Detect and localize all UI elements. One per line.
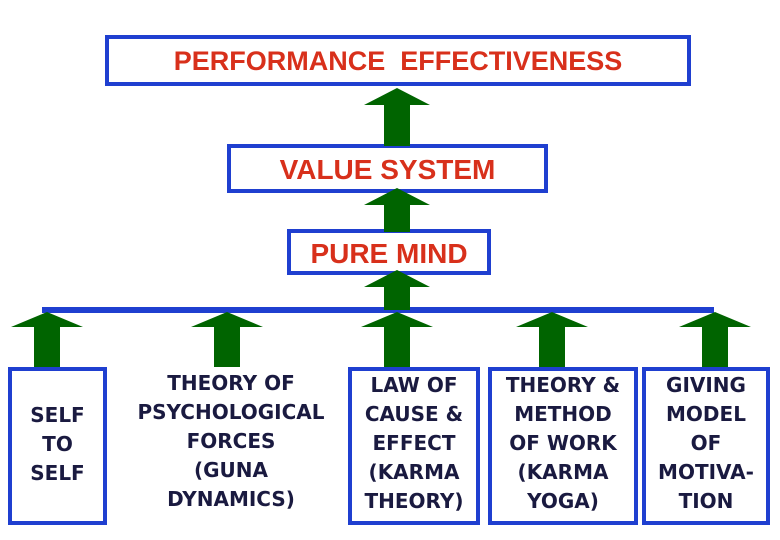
up-arrow-icon <box>364 88 430 146</box>
foundation-line: THEORY) <box>364 489 464 513</box>
foundation-line: YOGA) <box>527 489 599 513</box>
pure-mind-label: PURE MIND <box>310 238 468 269</box>
foundation-line: CAUSE & <box>364 402 464 426</box>
foundation-line: OF <box>690 431 722 455</box>
up-arrow-icon <box>364 188 430 232</box>
foundation-line: (GUNA <box>193 458 268 482</box>
up-arrow-icon <box>364 270 430 310</box>
foundation-line: (KARMA <box>368 460 460 484</box>
foundation-law-of-cause-effect-label: LAW OF CAUSE & EFFECT (KARMA THEORY) <box>352 371 476 516</box>
foundation-line: MODEL <box>666 402 746 426</box>
foundation-line: FORCES <box>186 429 276 453</box>
foundation-line: DYNAMICS) <box>167 487 295 511</box>
foundation-line: LAW OF <box>370 373 458 397</box>
foundation-line: OF WORK <box>509 431 617 455</box>
foundation-line: THEORY OF <box>167 371 295 395</box>
foundation-line: METHOD <box>514 402 612 426</box>
foundation-line: (KARMA <box>517 460 609 484</box>
up-arrow-icon <box>679 312 751 367</box>
foundation-self-to-self-box: SELF TO SELF <box>8 367 107 525</box>
up-arrow-icon <box>11 312 83 367</box>
foundation-psychological-forces-label: THEORY OF PSYCHOLOGICAL FORCES (GUNA DYN… <box>120 369 342 514</box>
foundation-karma-yoga-box: THEORY & METHOD OF WORK (KARMA YOGA) <box>488 367 638 525</box>
connector-bar <box>42 307 714 313</box>
foundation-motivation-label: GIVING MODEL OF MOTIVA- TION <box>646 371 766 516</box>
up-arrow-icon <box>191 312 263 367</box>
performance-effectiveness-label: PERFORMANCE EFFECTIVENESS <box>173 46 623 76</box>
foundation-line: TO <box>42 432 73 456</box>
foundation-self-to-self-label: SELF TO SELF <box>12 401 103 488</box>
foundation-line: PSYCHOLOGICAL <box>137 400 325 424</box>
foundation-line: THEORY & <box>505 373 621 397</box>
up-arrow-icon <box>361 312 433 367</box>
foundation-line: GIVING <box>666 373 746 397</box>
foundation-line: SELF <box>30 461 85 485</box>
foundation-line: SELF <box>30 403 85 427</box>
value-system-label: VALUE SYSTEM <box>279 154 496 185</box>
foundation-law-of-cause-effect-box: LAW OF CAUSE & EFFECT (KARMA THEORY) <box>348 367 480 525</box>
performance-effectiveness-box: PERFORMANCE EFFECTIVENESS <box>105 35 691 86</box>
foundation-motivation-box: GIVING MODEL OF MOTIVA- TION <box>642 367 770 525</box>
up-arrow-icon <box>516 312 588 367</box>
foundation-line: MOTIVA- <box>658 460 754 484</box>
foundation-karma-yoga-label: THEORY & METHOD OF WORK (KARMA YOGA) <box>492 371 634 516</box>
foundation-line: TION <box>678 489 734 513</box>
foundation-line: EFFECT <box>372 431 456 455</box>
